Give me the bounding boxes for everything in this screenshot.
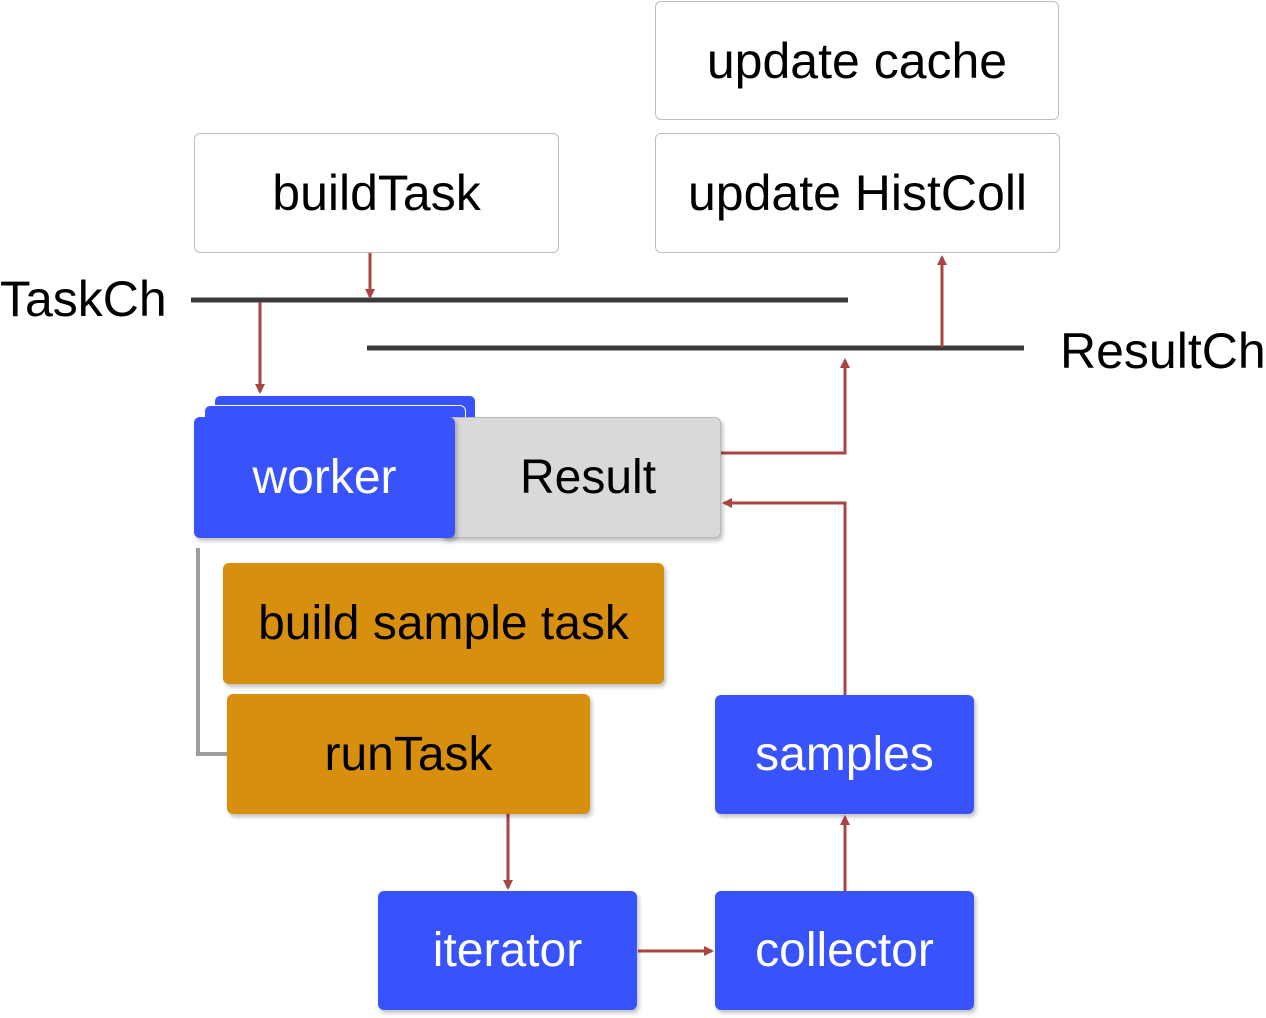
buildtask-box: buildTask bbox=[194, 133, 559, 253]
samples-label: samples bbox=[755, 728, 934, 781]
samples-box: samples bbox=[715, 695, 974, 814]
collector-box: collector bbox=[715, 891, 974, 1010]
build-sample-task-box: build sample task bbox=[223, 563, 664, 684]
result-box: Result bbox=[440, 417, 721, 538]
worker-label: worker bbox=[252, 451, 397, 504]
result-label: Result bbox=[519, 451, 657, 504]
runtask-label: runTask bbox=[324, 727, 493, 781]
update-histcoll-label: update HistColl bbox=[687, 165, 1028, 221]
resultch-label: ResultCh bbox=[1060, 323, 1266, 379]
iterator-box: iterator bbox=[378, 891, 637, 1010]
worker-bracket bbox=[196, 548, 228, 756]
worker-box: worker bbox=[194, 417, 455, 538]
taskch-label: TaskCh bbox=[0, 271, 167, 327]
update-cache-label: update cache bbox=[706, 32, 1008, 89]
update-histcoll-box: update HistColl bbox=[655, 133, 1060, 253]
buildtask-label: buildTask bbox=[272, 165, 481, 221]
arrow-result-to-resultch bbox=[721, 358, 850, 455]
collector-label: collector bbox=[755, 924, 934, 977]
build-sample-task-label: build sample task bbox=[258, 597, 629, 650]
iterator-label: iterator bbox=[432, 924, 583, 977]
arrow-samples-to-result bbox=[722, 498, 847, 695]
update-cache-box: update cache bbox=[655, 1, 1059, 120]
runtask-box: runTask bbox=[227, 694, 590, 814]
